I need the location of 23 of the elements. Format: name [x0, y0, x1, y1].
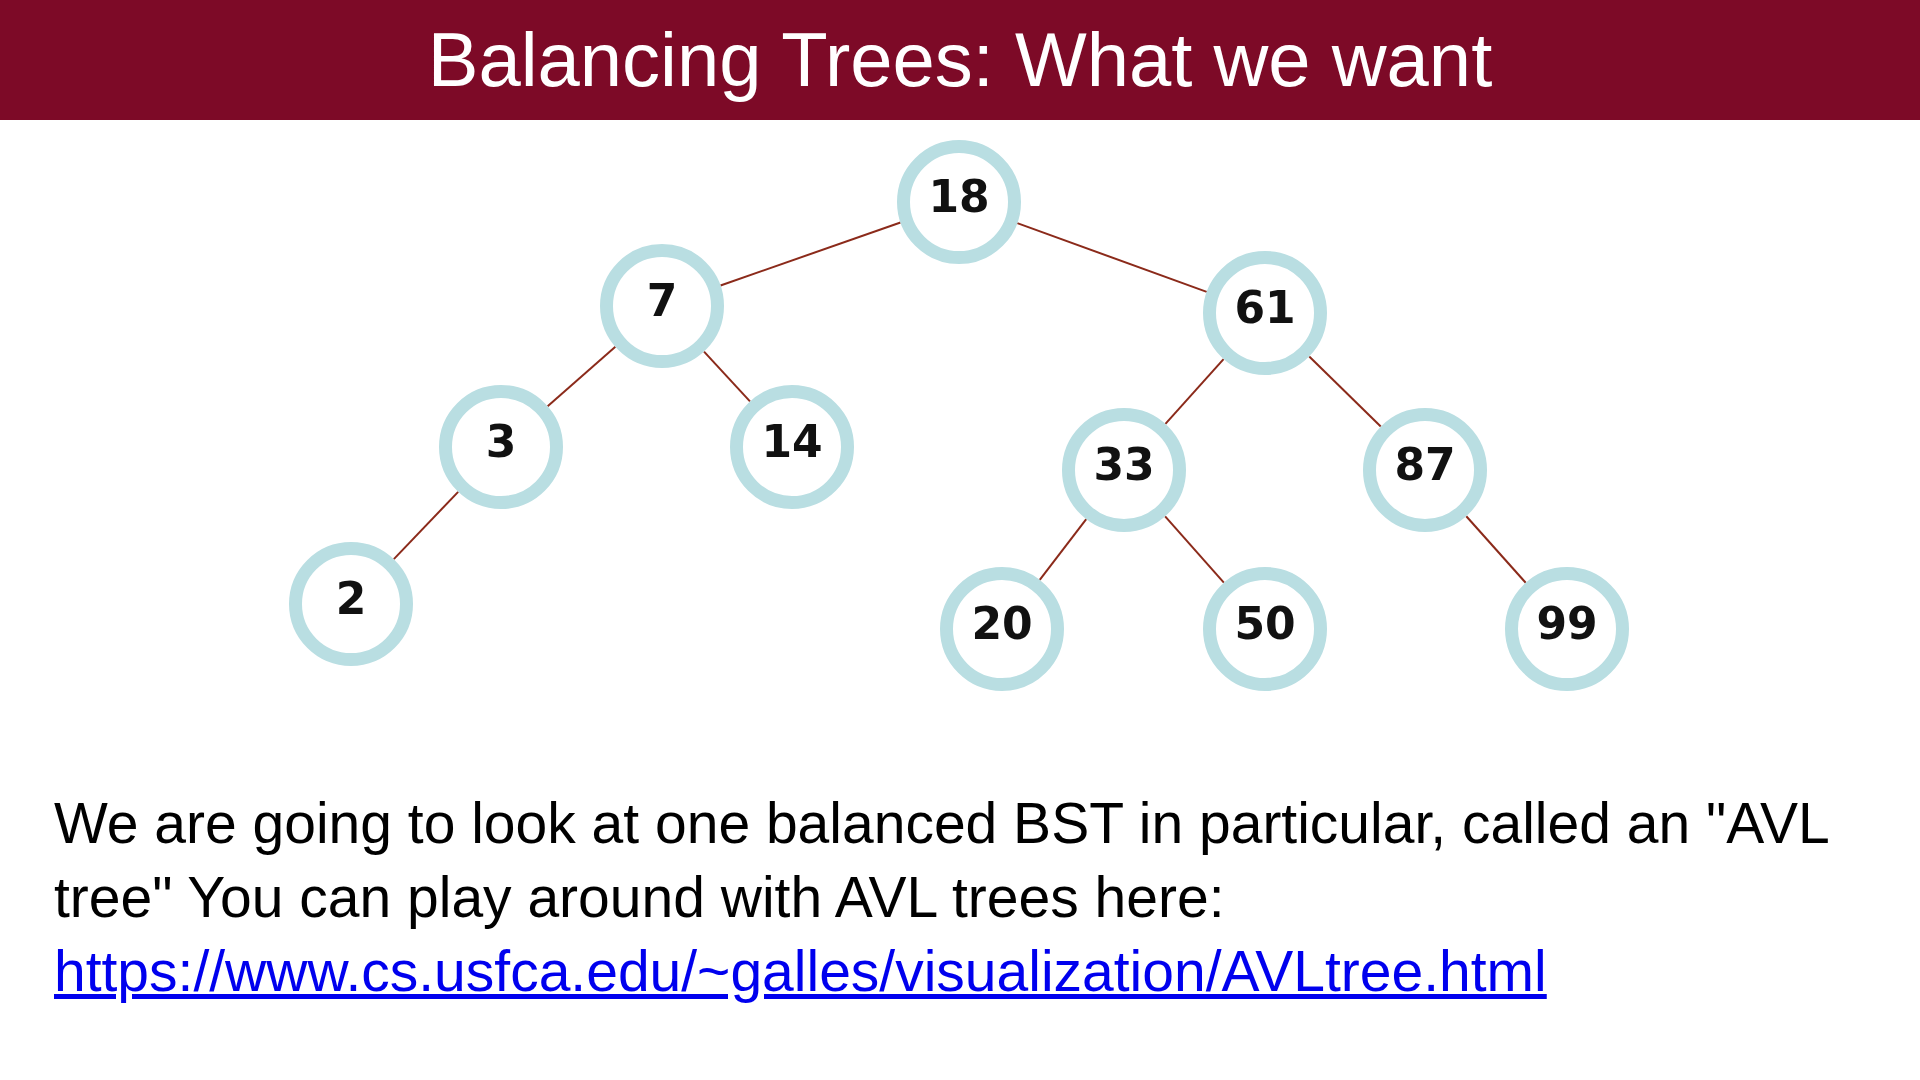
node-value: 20 — [971, 602, 1033, 646]
node-value: 50 — [1234, 602, 1296, 646]
tree-edge — [1016, 222, 1208, 293]
url-link: https://www.cs.usfca.edu/~galles/visualization/AVLtree.html — [54, 938, 1547, 1005]
tree-edge — [1308, 355, 1382, 428]
node-value: 33 — [1093, 443, 1155, 487]
tree-edge — [719, 221, 902, 287]
tree-edge — [1038, 518, 1088, 581]
tree-edge — [1164, 515, 1225, 584]
tree-edge — [392, 490, 460, 561]
node-value: 2 — [335, 577, 367, 621]
tree-edge — [703, 350, 751, 403]
node-value: 18 — [928, 175, 990, 219]
node-value: 99 — [1536, 602, 1598, 646]
node-value: 7 — [646, 279, 678, 323]
node-value: 87 — [1394, 443, 1456, 487]
node-value: 14 — [761, 420, 823, 464]
body-text: We are going to look at one balanced BST in particular, called an "AVL tree" You can play around with AVL trees here: — [54, 790, 1829, 931]
node-value: 61 — [1234, 286, 1296, 330]
tree-edge — [1465, 515, 1527, 584]
node-value: 3 — [485, 420, 517, 464]
tree-edge — [1164, 358, 1225, 425]
tree-edge — [546, 345, 617, 408]
